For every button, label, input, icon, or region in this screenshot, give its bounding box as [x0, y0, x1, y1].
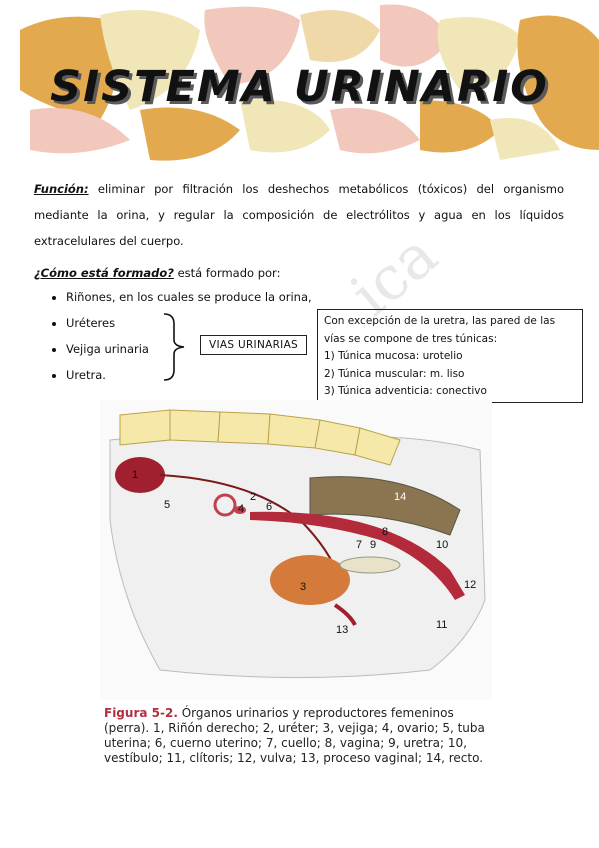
figure-label: 1: [132, 469, 138, 481]
figure-caption-text: Órganos urinarios y reproductores femeni…: [104, 706, 485, 765]
header-banner: SISTEMA URINARIO: [0, 0, 599, 170]
figure-label: 9: [370, 539, 376, 551]
curly-brace-icon: [163, 313, 185, 381]
figure-label: 4: [238, 503, 244, 515]
list-item: Vejiga urinaria: [66, 336, 312, 362]
figure-label: 6: [266, 501, 272, 513]
figure-label: 2: [250, 491, 256, 503]
figure-label: 3: [300, 581, 306, 593]
tunica-item: 3) Túnica adventicia: conectivo: [324, 385, 487, 397]
function-paragraph: Función: eliminar por filtración los des…: [34, 176, 564, 254]
figure-caption-label: Figura 5-2.: [104, 706, 178, 720]
function-label: Función:: [34, 182, 89, 196]
figure-label: 13: [336, 624, 348, 636]
figure-caption: Figura 5-2. Órganos urinarios y reproduc…: [104, 706, 496, 766]
tunica-item: 1) Túnica mucosa: urotelio: [324, 350, 463, 362]
figure-label: 12: [464, 579, 476, 591]
figure-label: 11: [436, 619, 447, 631]
tunicas-box: Con excepción de la uretra, las pared de…: [317, 309, 583, 403]
decorative-blobs: [20, 4, 599, 161]
composition-label: ¿Cómo está formado?: [34, 266, 174, 280]
figure-label: 7: [356, 539, 362, 551]
figure-label: 5: [164, 499, 170, 511]
components-list: Riñones, en los cuales se produce la ori…: [48, 284, 312, 388]
list-item: Riñones, en los cuales se produce la ori…: [66, 284, 312, 310]
anatomy-figure: 1 2 3 4 5 6 7 8 9 10 11 12 13 14: [100, 400, 492, 700]
list-item: Uretra.: [66, 362, 312, 388]
function-text: eliminar por filtración los deshechos me…: [34, 182, 564, 248]
composition-heading: ¿Cómo está formado? está formado por:: [34, 260, 434, 286]
figure-label: 10: [436, 539, 448, 551]
page-title: SISTEMA URINARIO: [50, 62, 549, 112]
vias-urinarias-box: VIAS URINARIAS: [200, 335, 308, 355]
composition-text: está formado por:: [173, 266, 281, 280]
figure-label: 14: [394, 491, 406, 503]
tunica-item: 2) Túnica muscular: m. liso: [324, 367, 465, 380]
figure-label: 8: [382, 526, 388, 538]
list-item: Uréteres: [66, 310, 312, 336]
tunicas-intro: Con excepción de la uretra, las pared de…: [324, 315, 556, 345]
